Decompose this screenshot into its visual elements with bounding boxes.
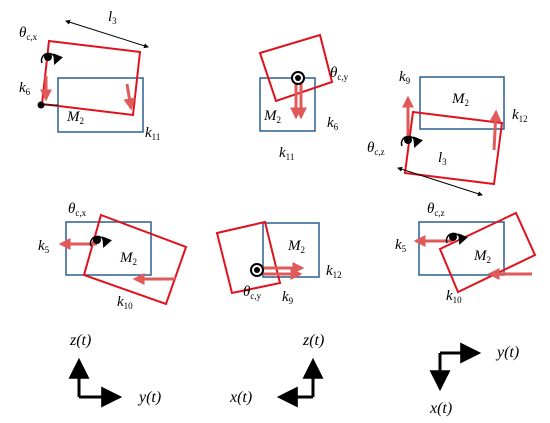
spring-label-k5: k5 (395, 237, 407, 254)
axes-y-x: y(t) x(t) (429, 342, 519, 417)
pivot-dot-icon (254, 267, 260, 273)
spring-label-k6: k6 (327, 115, 339, 132)
panel-theta-cz-mid: θc,z k5 M2 k10 (395, 201, 537, 305)
rotated-body (258, 33, 334, 103)
panel-theta-cy-top: θc,y M2 k6 k11 (258, 33, 349, 162)
mass-label: M2 (263, 108, 281, 125)
length-label: l3 (438, 150, 447, 167)
mass-label: M2 (66, 109, 84, 126)
axes-z-x: z(t) x(t) (229, 332, 324, 408)
panel-theta-cx-mid: θc,x k5 M2 k10 (38, 201, 188, 311)
pivot-dot-icon (449, 233, 457, 241)
theta-label: θc,y (330, 65, 349, 82)
length-dimension-arrow (397, 166, 483, 197)
mass-box (418, 221, 505, 276)
spring-label-k6: k6 (19, 80, 31, 97)
axis-label-z: z(t) (69, 332, 91, 349)
pivot-dot-icon (93, 236, 101, 244)
theta-label: θc,x (68, 201, 87, 218)
panel-theta-cz-top: k9 k12 M2 θc,z l3 (367, 69, 528, 197)
spring-label-k11: k11 (279, 145, 294, 162)
mass-box (419, 76, 505, 130)
theta-label: θc,z (367, 140, 385, 157)
mass-label: M2 (119, 250, 137, 267)
length-dimension-arrow (65, 19, 149, 49)
axis-label-z: z(t) (302, 332, 324, 349)
spring-label-k10: k10 (117, 294, 133, 311)
pivot-dot-icon (37, 101, 45, 109)
rotated-body (82, 213, 188, 306)
rotated-body (438, 211, 537, 294)
length-label: l3 (108, 9, 117, 26)
spring-arrow-k11 (123, 83, 136, 111)
pivot-dot-icon (44, 53, 52, 61)
rotated-body (215, 220, 282, 295)
theta-label: θc,z (427, 201, 445, 218)
spring-label-k12: k12 (512, 107, 528, 124)
axis-label-x: x(t) (429, 400, 452, 417)
pivot-dot-icon (295, 75, 301, 81)
panel-theta-cy-mid: M2 k12 θc,y k9 (215, 220, 342, 306)
axis-label-y: y(t) (495, 344, 519, 361)
axis-label-y: y(t) (137, 389, 161, 406)
spring-label-k9: k9 (399, 69, 411, 86)
theta-label: θc,y (243, 284, 262, 301)
rotated-body (40, 39, 142, 117)
spring-label-k9: k9 (282, 289, 294, 306)
panel-theta-cx-top: θc,x l3 k6 k11 M2 (19, 9, 160, 142)
mass-label: M2 (287, 238, 305, 255)
mass-label: M2 (473, 248, 491, 265)
pivot-dot-icon (404, 136, 412, 144)
axis-label-x: x(t) (229, 389, 252, 406)
mass-label: M2 (451, 91, 469, 108)
spring-label-k12: k12 (326, 263, 342, 280)
mass-box (259, 77, 316, 132)
theta-label: θc,x (19, 25, 38, 42)
spring-label-k5: k5 (38, 238, 50, 255)
spring-label-k10: k10 (446, 288, 462, 305)
rotated-body (403, 110, 504, 186)
spring-arrow-k12 (489, 109, 502, 151)
axes-z-y: z(t) y(t) (68, 332, 161, 408)
spring-label-k11: k11 (145, 125, 160, 142)
